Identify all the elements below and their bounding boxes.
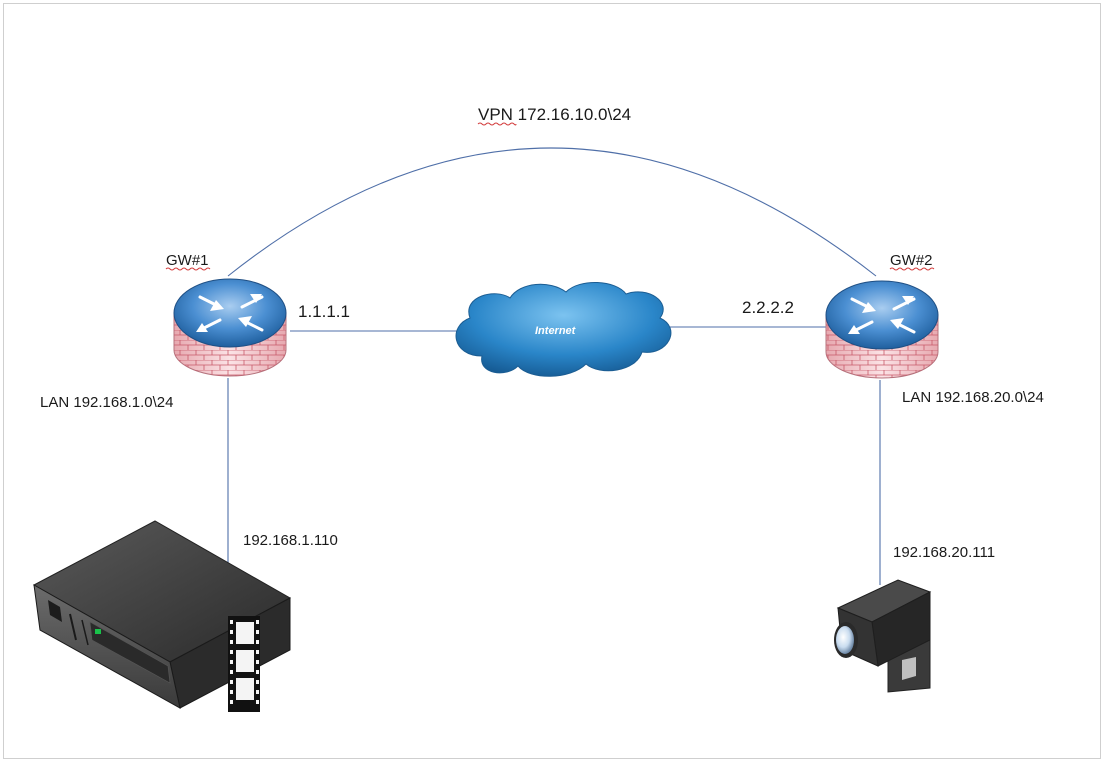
gw2-router-icon bbox=[825, 280, 939, 379]
film-strip-icon bbox=[228, 616, 260, 712]
camera-icon bbox=[834, 579, 932, 693]
spellcheck-underline bbox=[477, 122, 517, 126]
gw2-lan-label: LAN 192.168.20.0\24 bbox=[902, 389, 1044, 406]
internet-label: Internet bbox=[535, 325, 577, 337]
gw1-name: GW#1 bbox=[166, 252, 209, 269]
gw2-name: GW#2 bbox=[890, 252, 933, 269]
gw1-lan-label: LAN 192.168.1.0\24 bbox=[40, 394, 173, 411]
page-border bbox=[3, 3, 1101, 759]
spellcheck-underline bbox=[889, 267, 935, 271]
server-ip: 192.168.1.110 bbox=[243, 532, 338, 549]
internet-cloud-icon bbox=[455, 281, 672, 377]
vpn-arc-link bbox=[227, 147, 877, 277]
spellcheck-underline bbox=[165, 267, 211, 271]
vpn-label: VPN 172.16.10.0\24 bbox=[478, 105, 631, 124]
gw1-router-icon bbox=[173, 278, 287, 377]
gw2-wan-ip: 2.2.2.2 bbox=[742, 298, 794, 317]
gw1-wan-ip: 1.1.1.1 bbox=[298, 302, 350, 321]
camera-ip: 192.168.20.111 bbox=[893, 544, 995, 561]
